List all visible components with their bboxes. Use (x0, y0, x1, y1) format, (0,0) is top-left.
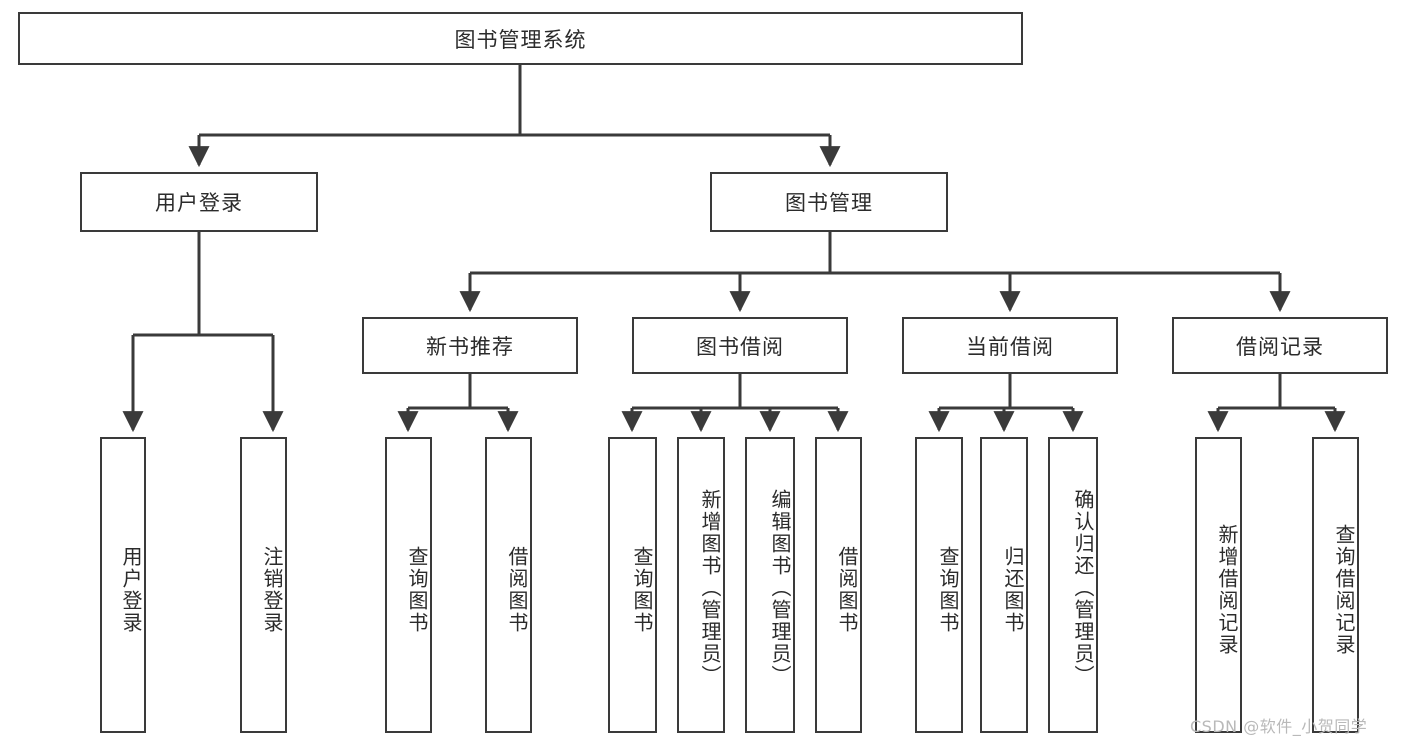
node-leaf-query-borrow-record[interactable]: 查询借阅记录 (1312, 437, 1359, 733)
node-leaf-user-login[interactable]: 用户登录 (100, 437, 146, 733)
node-leaf-query-book-borrow[interactable]: 查询图书 (608, 437, 657, 733)
node-leaf-add-book-admin[interactable]: 新增图书（管理员） (677, 437, 725, 733)
node-leaf-query-book-current[interactable]: 查询图书 (915, 437, 963, 733)
node-user-login[interactable]: 用户登录 (80, 172, 318, 232)
node-leaf-user-logout[interactable]: 注销登录 (240, 437, 287, 733)
node-book-manage[interactable]: 图书管理 (710, 172, 948, 232)
node-new-book-recommend[interactable]: 新书推荐 (362, 317, 578, 374)
node-current-borrow[interactable]: 当前借阅 (902, 317, 1118, 374)
node-leaf-borrow-book-recommend[interactable]: 借阅图书 (485, 437, 532, 733)
node-leaf-add-borrow-record[interactable]: 新增借阅记录 (1195, 437, 1242, 733)
node-borrow-record[interactable]: 借阅记录 (1172, 317, 1388, 374)
node-leaf-borrow-book[interactable]: 借阅图书 (815, 437, 862, 733)
node-book-borrow[interactable]: 图书借阅 (632, 317, 848, 374)
node-leaf-confirm-return-admin[interactable]: 确认归还（管理员） (1048, 437, 1098, 733)
node-leaf-query-book-recommend[interactable]: 查询图书 (385, 437, 432, 733)
node-leaf-return-book[interactable]: 归还图书 (980, 437, 1028, 733)
node-root[interactable]: 图书管理系统 (18, 12, 1023, 65)
csdn-watermark: CSDN @软件_小贺同学 (1190, 717, 1368, 736)
node-leaf-edit-book-admin[interactable]: 编辑图书（管理员） (745, 437, 795, 733)
